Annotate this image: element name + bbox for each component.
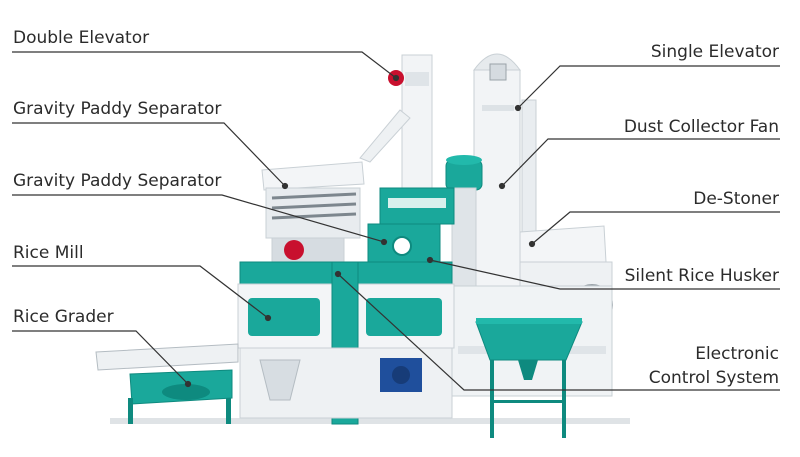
electronic-control-system [475, 318, 583, 438]
label-dust-collector-fan: Dust Collector Fan [623, 117, 779, 137]
leader-silent-rice-husker [429, 259, 780, 290]
leader-gravity-paddy-separator-lower [12, 194, 385, 243]
label-de-stoner: De-Stoner [693, 189, 779, 209]
leader-single-elevator [517, 65, 780, 109]
machine-illustration [95, 53, 630, 438]
leader-dust-collector-fan [501, 138, 780, 187]
label-rice-mill: Rice Mill [13, 243, 84, 263]
rice-grader [95, 343, 239, 424]
leader-rice-grader [12, 330, 189, 385]
label-electronic-control-system-line2: Control System [648, 368, 779, 388]
label-silent-rice-husker: Silent Rice Husker [624, 266, 779, 286]
label-electronic-control-system-line1: Electronic [695, 344, 779, 364]
label-single-elevator: Single Elevator [650, 42, 779, 62]
label-gravity-paddy-separator-upper: Gravity Paddy Separator [13, 99, 222, 119]
dust-collector-fan [445, 155, 483, 289]
rice-mill [237, 261, 455, 425]
leader-electronic-control-system [337, 273, 780, 391]
leader-double-elevator [12, 51, 397, 79]
leader-de-stoner [531, 211, 780, 245]
center-control-panel [367, 187, 455, 275]
gravity-paddy-separator [261, 161, 365, 263]
leader-rice-mill [12, 265, 269, 319]
leader-lines [12, 51, 780, 391]
label-double-elevator: Double Elevator [13, 28, 150, 48]
leader-gravity-paddy-separator-upper [12, 122, 286, 187]
label-rice-grader: Rice Grader [13, 307, 114, 327]
label-gravity-paddy-separator-lower: Gravity Paddy Separator [13, 171, 222, 191]
machine-base-shadow [110, 418, 630, 424]
